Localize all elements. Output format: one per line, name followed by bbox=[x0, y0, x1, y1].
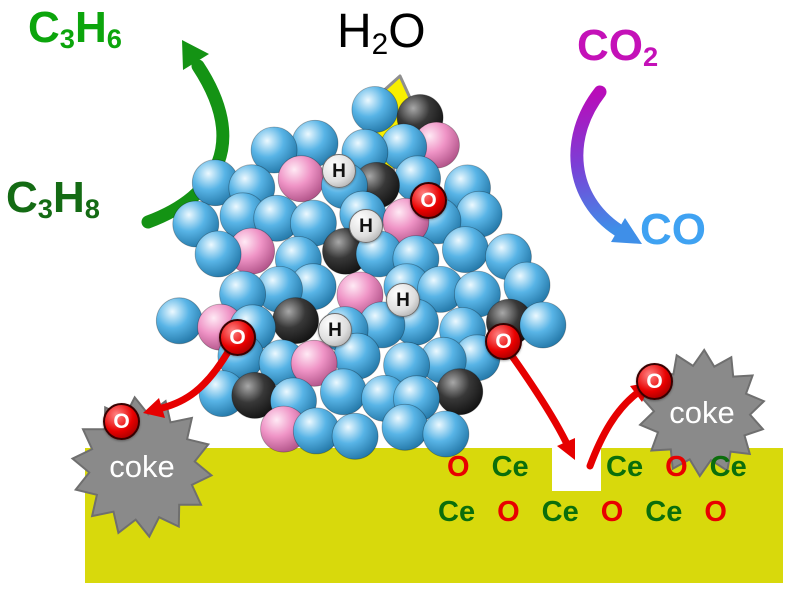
formula-symbol: C bbox=[577, 21, 609, 70]
particle-atom-pink bbox=[290, 339, 338, 387]
particle-atom-dark bbox=[272, 297, 320, 345]
co2-to-co-arrowhead bbox=[611, 218, 642, 244]
particle-atom-blue bbox=[155, 297, 203, 345]
formula-symbol: C bbox=[6, 173, 38, 222]
coke-left-label: coke bbox=[109, 449, 175, 484]
co2-label: CO2 bbox=[577, 21, 658, 71]
support-atom-ce: Ce bbox=[709, 451, 747, 483]
formula-symbol: O bbox=[671, 205, 707, 254]
support-atom-o: O bbox=[447, 451, 470, 483]
oxygen-atom-left-coke: O bbox=[103, 403, 140, 440]
coke-right-label: coke bbox=[669, 395, 735, 430]
particle-atom-blue bbox=[351, 86, 399, 133]
nanoparticle-cluster bbox=[155, 86, 567, 460]
support-atom-ce: Ce bbox=[438, 496, 476, 528]
support-row1-right: Ce O Ce bbox=[606, 453, 747, 482]
support-atom-o: O bbox=[704, 496, 727, 528]
formula-symbol: C bbox=[640, 205, 672, 254]
support-atom-o: O bbox=[600, 496, 624, 528]
formula-symbol: O bbox=[608, 21, 644, 70]
oxygen-atom-particle-left: O bbox=[219, 319, 256, 356]
hydrogen-atom-1: H bbox=[322, 154, 356, 188]
support-atom-o: O bbox=[665, 451, 688, 483]
support-atom-ce: Ce bbox=[606, 451, 644, 483]
hydrogen-atom-2: H bbox=[349, 209, 383, 243]
particle-atom-blue bbox=[331, 412, 379, 460]
particle-atom-blue bbox=[250, 126, 298, 174]
o-to-left-coke-arrowhead bbox=[143, 398, 165, 418]
oxygen-atom-particle-top: O bbox=[410, 182, 447, 219]
formula-symbol: H bbox=[337, 5, 372, 58]
ceria-support-slab bbox=[85, 448, 783, 583]
particle-atom-blue bbox=[422, 410, 470, 458]
c3h6-label: C3H6 bbox=[28, 3, 122, 53]
oxygen-atom-particle-right: O bbox=[485, 323, 522, 360]
c3h8-label: C3H8 bbox=[6, 173, 100, 223]
particle-atom-blue bbox=[381, 403, 429, 451]
particle-atom-blue bbox=[519, 301, 567, 349]
support-atom-ce: Ce bbox=[541, 496, 579, 528]
h2o-label: H2O bbox=[337, 5, 426, 59]
formula-subscript: 2 bbox=[643, 41, 659, 72]
support-atom-ce: Ce bbox=[491, 451, 529, 483]
formula-symbol: H bbox=[74, 3, 107, 52]
particle-atom-blue bbox=[194, 230, 242, 278]
o-to-left-coke-arrow bbox=[158, 348, 232, 412]
formula-subscript: 3 bbox=[37, 193, 53, 224]
o-to-vacancy-arrowhead bbox=[557, 438, 575, 460]
vacancy-to-right-coke-arrow bbox=[586, 390, 640, 470]
hydrogen-atom-4: H bbox=[318, 313, 352, 347]
support-row1-left: O Ce bbox=[447, 453, 529, 482]
formula-subscript: 2 bbox=[371, 27, 389, 61]
particle-atom-blue bbox=[319, 368, 367, 416]
particle-atom-blue bbox=[441, 226, 489, 274]
hydrogen-atom-3: H bbox=[386, 283, 420, 317]
formula-symbol: O bbox=[388, 5, 426, 58]
particle-atom-dark bbox=[436, 368, 484, 416]
formula-subscript: 3 bbox=[59, 23, 75, 54]
formula-subscript: 8 bbox=[84, 193, 100, 224]
c3h8-to-c3h6-arrowhead bbox=[182, 40, 209, 70]
formula-subscript: 6 bbox=[106, 23, 122, 54]
co-label: CO bbox=[640, 208, 706, 252]
particle-atom-pink bbox=[277, 155, 325, 203]
support-row2: Ce O Ce O Ce O bbox=[438, 498, 727, 527]
formula-symbol: H bbox=[52, 173, 85, 222]
formula-symbol: C bbox=[28, 3, 60, 52]
support-atom-o: O bbox=[497, 496, 520, 528]
co2-to-co-arrow bbox=[570, 85, 625, 237]
support-atom-ce: Ce bbox=[645, 496, 683, 528]
oxygen-atom-right-coke: O bbox=[636, 363, 673, 400]
o-to-vacancy-arrow bbox=[508, 352, 570, 446]
